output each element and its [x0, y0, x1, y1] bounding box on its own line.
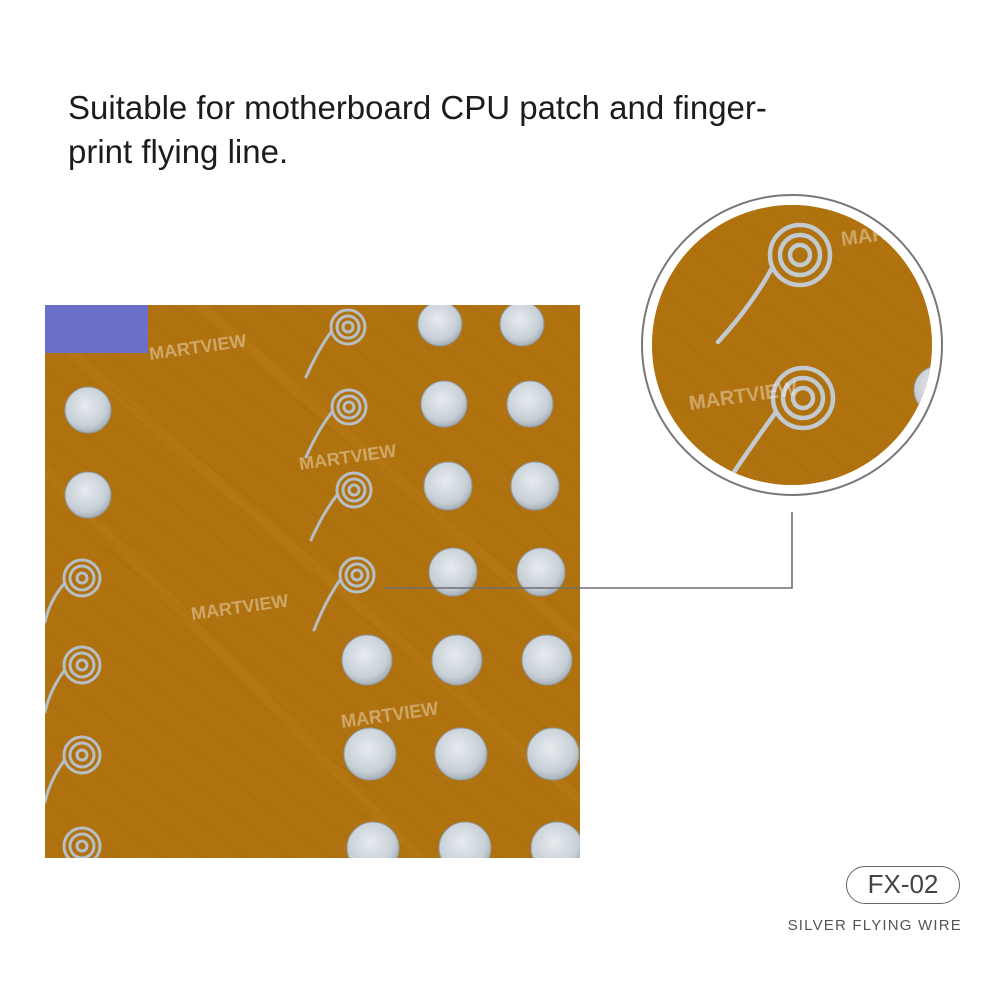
solder-pad [341, 634, 393, 686]
flying-wire-coil [304, 388, 368, 459]
solder-pad [506, 380, 554, 428]
flying-wire-coil [45, 645, 102, 714]
solder-pad [499, 305, 545, 347]
flying-wire-coil [45, 558, 102, 624]
solder-pad [431, 634, 483, 686]
headline-line-2: print flying line. [68, 133, 289, 170]
callout-leader-line [384, 512, 793, 589]
solder-pad [438, 821, 492, 858]
solder-pad [434, 727, 488, 781]
solder-pad [343, 727, 397, 781]
headline-line-1: Suitable for motherboard CPU patch and f… [68, 89, 767, 126]
solder-pad [526, 727, 580, 781]
model-badge: FX-02 [846, 866, 960, 904]
solder-pad [417, 305, 463, 347]
solder-pads [64, 305, 580, 858]
corner-marker [45, 305, 148, 353]
solder-pad [423, 461, 473, 511]
solder-pad [420, 380, 468, 428]
solder-pad [521, 634, 573, 686]
solder-pad [64, 471, 112, 519]
flying-wire-coil-zoomed [715, 222, 833, 345]
flying-wire-coil [309, 471, 373, 542]
flying-wire-coil [312, 556, 376, 632]
zoom-bubble: MARTVIEW MARTVIEW [652, 205, 932, 485]
solder-pad [510, 461, 560, 511]
flying-wire-coil [45, 735, 102, 804]
solder-pad [530, 821, 580, 858]
solder-pad [346, 821, 400, 858]
flying-wire-coil [304, 308, 367, 379]
solder-pad [64, 386, 112, 434]
solder-pad [516, 547, 566, 597]
product-caption: SILVER FLYING WIRE [787, 917, 962, 934]
solder-pad [428, 547, 478, 597]
flying-wire-coils [45, 308, 376, 858]
flying-wire-coil-zoomed [727, 365, 836, 481]
headline: Suitable for motherboard CPU patch and f… [68, 86, 928, 174]
flying-wire-coil [62, 826, 102, 858]
